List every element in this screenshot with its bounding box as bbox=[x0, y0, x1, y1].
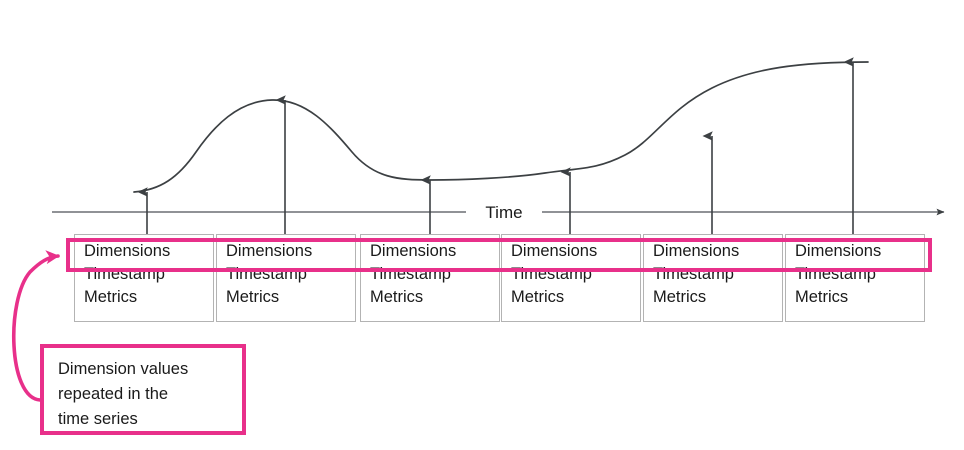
record-metrics: Metrics bbox=[511, 288, 565, 306]
time-label-backing bbox=[466, 200, 542, 224]
record-timestamp: Timestamp bbox=[84, 265, 165, 283]
record-box[interactable]: Dimensions Timestamp Metrics bbox=[360, 234, 500, 322]
record-timestamp: Timestamp bbox=[370, 265, 451, 283]
timeseries-curve bbox=[133, 61, 869, 193]
record-dimensions: Dimensions bbox=[653, 242, 740, 260]
record-timestamp: Timestamp bbox=[511, 265, 592, 283]
record-box[interactable]: Dimensions Timestamp Metrics bbox=[643, 234, 783, 322]
record-box[interactable]: Dimensions Timestamp Metrics bbox=[501, 234, 641, 322]
callout-line-2: repeated in the bbox=[58, 385, 169, 403]
record-metrics: Metrics bbox=[370, 288, 424, 306]
record-timestamp: Timestamp bbox=[226, 265, 307, 283]
record-dimensions: Dimensions bbox=[84, 242, 171, 260]
record-dimensions: Dimensions bbox=[511, 242, 598, 260]
record-timestamp: Timestamp bbox=[795, 265, 876, 283]
callout-connector bbox=[11, 250, 60, 402]
record-dimensions: Dimensions bbox=[226, 242, 313, 260]
record-box[interactable]: Dimensions Timestamp Metrics bbox=[216, 234, 356, 322]
callout-line-1: Dimension values bbox=[58, 360, 189, 378]
callout-line-3: time series bbox=[58, 410, 138, 428]
record-box[interactable]: Dimensions Timestamp Metrics bbox=[785, 234, 925, 322]
time-axis-label: Time bbox=[485, 203, 522, 222]
record-dimensions: Dimensions bbox=[795, 242, 882, 260]
record-metrics: Metrics bbox=[226, 288, 280, 306]
record-metrics: Metrics bbox=[84, 288, 138, 306]
callout-box: Dimension values repeated in the time se… bbox=[40, 344, 246, 435]
record-box[interactable]: Dimensions Timestamp Metrics bbox=[74, 234, 214, 322]
record-dimensions: Dimensions bbox=[370, 242, 457, 260]
record-metrics: Metrics bbox=[653, 288, 707, 306]
record-timestamp: Timestamp bbox=[653, 265, 734, 283]
record-metrics: Metrics bbox=[795, 288, 849, 306]
